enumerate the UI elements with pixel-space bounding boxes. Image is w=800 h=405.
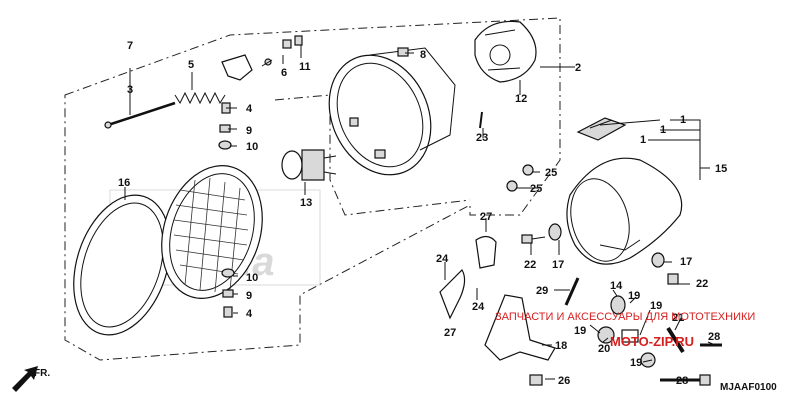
callout-19-a: 19 (628, 290, 640, 302)
watermark-site: MOTO-ZIP.RU (610, 334, 694, 349)
part-clip-upper (475, 235, 497, 269)
callout-1-b: 1 (660, 124, 666, 136)
part-rim-ring (73, 194, 171, 336)
part-mount-bolt-right (651, 252, 679, 285)
callout-28-a: 28 (708, 331, 720, 343)
callout-9-bottom: 9 (246, 290, 252, 302)
callout-22-right: 22 (696, 278, 708, 290)
callout-1-a: 1 (680, 114, 686, 126)
callout-8: 8 (420, 49, 426, 61)
callout-25-b: 25 (530, 183, 542, 195)
callout-27-bottom: 27 (444, 327, 456, 339)
part-bulb (281, 149, 337, 181)
callout-26: 26 (558, 375, 570, 387)
part-nut-26 (529, 374, 543, 386)
callout-13: 13 (300, 197, 312, 209)
callout-6: 6 (281, 67, 287, 79)
part-headlight-unit (161, 165, 263, 299)
callout-28-b: 28 (676, 375, 688, 387)
part-housing-case (328, 47, 456, 176)
callout-15: 15 (715, 163, 727, 175)
part-nuts-25 (506, 164, 534, 192)
callout-24-bottom: 24 (472, 301, 485, 313)
sub-assembly-outline (274, 94, 471, 216)
callout-22-left: 22 (524, 259, 536, 271)
callout-21: 21 (672, 312, 684, 324)
assembly-outline (64, 17, 561, 361)
part-stickers (576, 117, 627, 141)
callout-27-top: 27 (480, 211, 492, 223)
part-lower-screw-stack (221, 268, 235, 318)
callout-24-top: 24 (436, 253, 449, 265)
diagram-code: MJAAF0100 (720, 382, 777, 393)
part-adjust-screw (104, 101, 176, 129)
part-collar-set (597, 295, 685, 368)
callout-2: 2 (575, 62, 581, 74)
callout-4-top: 4 (246, 103, 253, 115)
callout-29: 29 (536, 285, 548, 297)
part-screw-23 (479, 111, 483, 129)
part-spring (174, 91, 226, 105)
part-stay-bracket (484, 294, 556, 361)
part-clamp-bracket (221, 54, 273, 81)
part-bolts-28 (660, 343, 722, 386)
callout-16: 16 (118, 177, 130, 189)
callout-7: 7 (127, 40, 133, 52)
part-rear-cover (474, 20, 537, 83)
callout-19-c: 19 (574, 325, 586, 337)
callout-17-right: 17 (680, 256, 692, 268)
callout-10-top: 10 (246, 141, 258, 153)
callout-19-d: 19 (630, 357, 642, 369)
callout-20: 20 (598, 343, 610, 355)
part-mount-bolt-left (521, 223, 562, 244)
front-direction-arrow: FR. (12, 366, 50, 392)
part-bolt-29 (564, 277, 580, 306)
callout-19-b: 19 (650, 300, 662, 312)
callout-14: 14 (610, 280, 623, 292)
part-upper-screw-stack (218, 102, 232, 150)
direction-label: FR. (34, 368, 50, 379)
callout-12: 12 (515, 93, 527, 105)
callout-4-bottom: 4 (246, 308, 253, 320)
callout-23: 23 (476, 132, 488, 144)
callout-5: 5 (188, 59, 194, 71)
part-clip-lower (439, 269, 466, 320)
callout-25-a: 25 (545, 167, 557, 179)
callout-17-left: 17 (552, 259, 564, 271)
leader-lines (124, 45, 716, 381)
callout-10-bottom: 10 (246, 272, 258, 284)
callout-18: 18 (555, 340, 567, 352)
part-grommets (282, 35, 303, 49)
callout-3: 3 (127, 84, 133, 96)
part-headlight-case (566, 157, 683, 265)
callout-9-top: 9 (246, 125, 252, 137)
callout-1-c: 1 (640, 134, 646, 146)
watermark-tagline: ЗАПЧАСТИ И АКСЕССУАРЫ ДЛЯ МОТОТЕХНИКИ (495, 311, 755, 323)
callout-11: 11 (299, 61, 311, 73)
